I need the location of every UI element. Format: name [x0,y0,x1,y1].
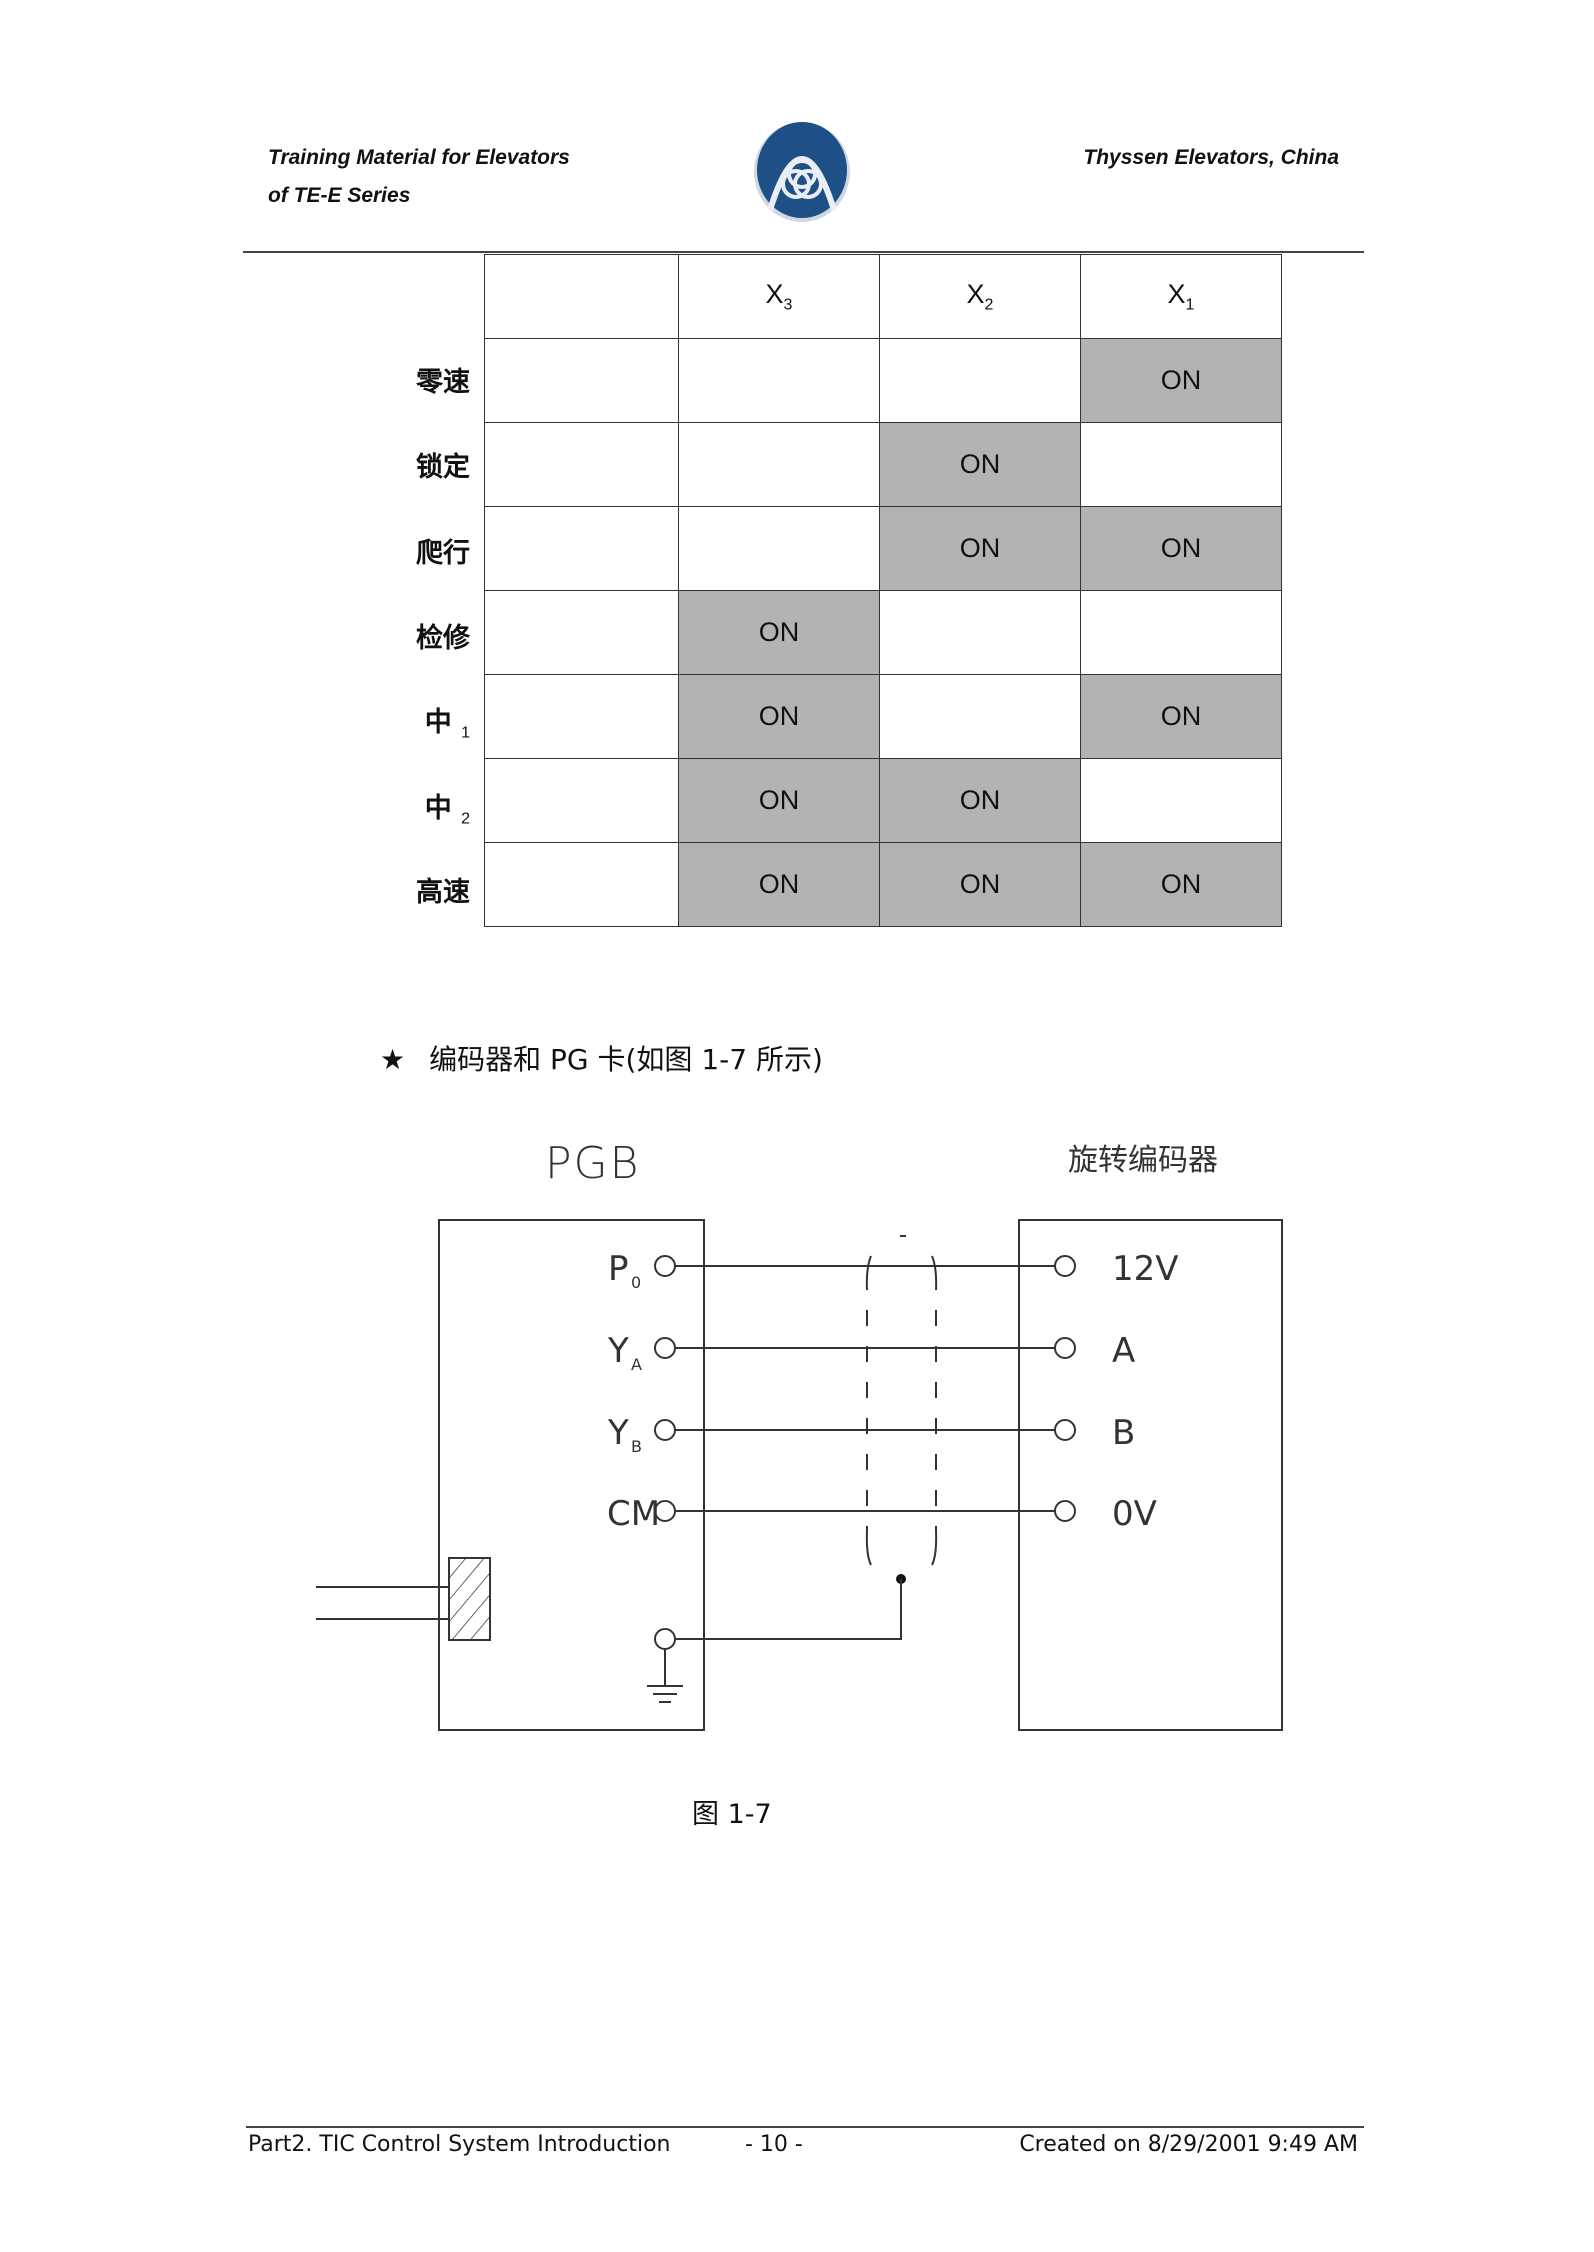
table-cell [678,506,880,591]
pgb-terminal [654,1337,676,1359]
pgb-terminal-label: Y [607,1413,629,1453]
page-number: - 10 - [745,2132,803,2157]
header-title-line2: of TE-E Series [268,184,411,207]
column-header-x1: X1 [1080,254,1282,339]
pgb-terminal [654,1419,676,1441]
table-cell [879,674,1081,759]
encoder-terminal [1054,1500,1076,1522]
row-label: 中 2 [400,786,470,828]
table-cell [484,422,679,507]
col-label: X [765,278,784,309]
table-cell: ON [1080,338,1282,423]
table-cell: ON [1080,674,1282,759]
header-company: Thyssen Elevators, China [1083,146,1339,169]
row-label: 中 1 [400,700,470,742]
row-label-text: 锁定 [416,452,470,483]
footer-created: Created on 8/29/2001 9:49 AM [1019,2132,1358,2157]
row-label-text: 爬行 [416,538,470,569]
pgb-terminal-sub: 0 [631,1273,641,1292]
pgb-terminal-label: Y [607,1331,629,1371]
row-label-text: 中 [424,793,452,824]
figure-caption: 图 1-7 [692,1799,772,1830]
pgb-terminal-label: P [608,1249,629,1289]
row-label: 零速 [400,360,470,399]
row-label-text: 中 [424,707,452,738]
table-row: ON [484,338,1282,423]
footer-left: Part2. TIC Control System Introduction [248,2132,671,2157]
table-cell: ON [879,758,1081,843]
table-cell: ON [879,506,1081,591]
header-title-line1: Training Material for Elevators [268,146,570,169]
row-label-text: 检修 [416,623,470,654]
table-cell [678,338,880,423]
table-cell: ON [678,758,880,843]
row-label-text: 零速 [416,367,470,398]
pgb-terminal [654,1255,676,1277]
pgb-terminal [654,1500,676,1522]
ground-icon [647,1649,683,1703]
table-row: ON [484,422,1282,507]
table-cell [484,506,679,591]
table-cell [1080,422,1282,507]
pgb-terminal-sub: B [631,1437,642,1456]
section-heading: ★ 编码器和 PG 卡(如图 1-7 所示) [380,1038,823,1078]
encoder-title: 旋转编码器 [1068,1143,1218,1178]
row-label: 检修 [400,616,470,655]
col-sub: 1 [1185,296,1195,314]
footer-rule [246,2126,1364,2128]
table-cell [484,758,679,843]
pgb-terminal-label: CM [607,1494,660,1534]
pgb-card-box [438,1219,705,1731]
encoder-terminal-label: 12V [1112,1249,1179,1289]
table-cell [484,842,679,927]
section-title: 编码器和 PG 卡(如图 1-7 所示) [429,1043,823,1076]
row-label: 锁定 [400,445,470,484]
col-sub: 2 [984,296,994,314]
col-sub: 3 [783,296,793,314]
encoder-terminal-label: A [1112,1331,1135,1371]
table-cell: ON [678,590,880,675]
ground-terminal [654,1628,676,1650]
table-cell [484,590,679,675]
connector-block [316,1557,491,1641]
thyssen-logo-icon [754,122,850,222]
shield-ground-wire [675,1579,902,1640]
header-rule [243,251,1364,253]
table-cell [678,422,880,507]
table-cell: ON [879,422,1081,507]
table-cell: ON [879,842,1081,927]
table-cell: ON [1080,506,1282,591]
encoder-terminal [1054,1419,1076,1441]
pgb-terminal-sub: A [631,1355,642,1374]
row-label-text: 高速 [416,877,470,908]
row-label: 爬行 [400,531,470,570]
table-row: ON ON [484,674,1282,759]
row-label-sub: 1 [461,724,470,742]
row-label: 高速 [400,870,470,909]
column-header-x3: X3 [678,254,880,339]
cable-shield [865,1235,938,1566]
table-cell: ON [1080,842,1282,927]
encoder-terminal-label: 0V [1112,1494,1157,1534]
table-cell [879,590,1081,675]
column-header [484,254,679,339]
row-label-sub: 2 [461,810,470,828]
encoder-box [1018,1219,1283,1731]
table-cell [484,674,679,759]
encoder-terminal [1054,1255,1076,1277]
encoder-terminal-label: B [1112,1413,1135,1453]
col-label: X [966,278,985,309]
col-label: X [1167,278,1186,309]
table-cell: ON [678,674,880,759]
encoder-terminal [1054,1337,1076,1359]
pgb-title: PGB [545,1138,640,1189]
table-row: ON [484,590,1282,675]
star-bullet-icon: ★ [380,1044,406,1075]
